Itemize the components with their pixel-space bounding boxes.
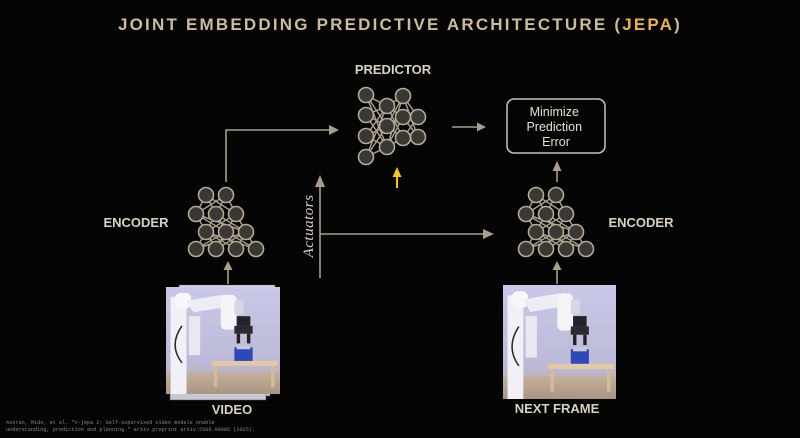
predictor-node bbox=[378, 117, 396, 135]
encoder-left-edge bbox=[195, 231, 247, 250]
encoder-left-node bbox=[247, 240, 265, 258]
predictor-edge bbox=[365, 105, 388, 158]
encoder-left-node bbox=[237, 223, 255, 241]
citation-text: Assran, Mido, et al. "V-jepa 2: Self-sup… bbox=[6, 420, 255, 433]
video-frame-stack bbox=[166, 284, 280, 401]
encoder-right-node bbox=[567, 223, 585, 241]
encoder-left-node bbox=[217, 223, 235, 241]
arrow-encoder-to-predictor bbox=[225, 129, 330, 182]
title-accent-text: JEPA bbox=[622, 15, 674, 34]
encoder-left-node bbox=[187, 205, 205, 223]
arrow-encoder-to-predictor-head bbox=[329, 125, 339, 135]
encoder-right-node bbox=[527, 223, 545, 241]
arrow-encoder-to-objective-head bbox=[552, 161, 562, 171]
arrow-actuators-right-head bbox=[483, 229, 494, 239]
citation-line-2: understanding, prediction and planning."… bbox=[6, 427, 255, 433]
encoder-right-node bbox=[557, 240, 575, 258]
connector-arrows bbox=[223, 122, 562, 284]
title-paren-open: ( bbox=[614, 15, 622, 34]
predictor-node bbox=[378, 97, 396, 115]
objective-line-1: Minimize bbox=[530, 105, 579, 119]
next-frame-label: NEXT FRAME bbox=[515, 401, 600, 416]
arrow-actuators-up-head bbox=[315, 175, 325, 187]
encoder-left-network bbox=[187, 186, 265, 258]
encoder-left-node bbox=[187, 240, 205, 258]
encoder-left-node bbox=[207, 240, 225, 258]
title-main-text: JOINT EMBEDDING PREDICTIVE ARCHITECTURE bbox=[118, 15, 614, 34]
video-label: VIDEO bbox=[212, 402, 252, 417]
encoder-right-node bbox=[557, 205, 575, 223]
encoder-right-label: ENCODER bbox=[608, 215, 674, 230]
encoder-left-label: ENCODER bbox=[103, 215, 169, 230]
predictor-node bbox=[357, 148, 375, 166]
title-paren-close: ) bbox=[674, 15, 682, 34]
predictor-node bbox=[378, 138, 396, 156]
actuators-label: Actuators bbox=[301, 195, 317, 259]
predictor-node bbox=[357, 127, 375, 145]
video-frame-front bbox=[166, 287, 280, 394]
encoder-left-node bbox=[217, 186, 235, 204]
objective-text: Minimize Prediction Error bbox=[526, 105, 585, 149]
encoder-right-node bbox=[517, 240, 535, 258]
predictor-node bbox=[394, 129, 412, 147]
citation-line-1: Assran, Mido, et al. "V-jepa 2: Self-sup… bbox=[6, 420, 215, 426]
encoder-left-node bbox=[227, 240, 245, 258]
encoder-right-edge bbox=[525, 231, 577, 250]
encoder-right-node bbox=[537, 205, 555, 223]
objective-line-3: Error bbox=[542, 135, 570, 149]
predictor-node bbox=[394, 87, 412, 105]
encoder-right-node bbox=[537, 240, 555, 258]
encoder-left-node bbox=[207, 205, 225, 223]
predictor-node bbox=[357, 86, 375, 104]
predictor-node bbox=[409, 128, 427, 146]
diagram-title: JOINT EMBEDDING PREDICTIVE ARCHITECTURE … bbox=[118, 15, 682, 34]
arrow-predictor-to-objective-head bbox=[477, 122, 486, 132]
objective-box bbox=[506, 98, 606, 154]
actuator-input-highlight-arrow-head bbox=[392, 167, 402, 177]
encoder-left-node bbox=[197, 223, 215, 241]
predictor-node bbox=[357, 106, 375, 124]
encoder-left-node bbox=[197, 186, 215, 204]
predictor-label: PREDICTOR bbox=[355, 62, 432, 77]
encoder-right-network bbox=[517, 186, 595, 258]
predictor-network bbox=[357, 86, 427, 166]
predictor-node bbox=[394, 108, 412, 126]
encoder-right-node bbox=[527, 186, 545, 204]
predictor-edge bbox=[386, 95, 404, 148]
encoder-left-node bbox=[227, 205, 245, 223]
arrow-video-to-encoder-head bbox=[223, 261, 233, 270]
encoder-right-node bbox=[577, 240, 595, 258]
objective-line-2: Prediction bbox=[526, 120, 582, 134]
encoder-right-node bbox=[547, 223, 565, 241]
encoder-right-node bbox=[547, 186, 565, 204]
arrow-frame-to-encoder-head bbox=[552, 261, 562, 270]
predictor-node bbox=[409, 108, 427, 126]
encoder-right-node bbox=[517, 205, 535, 223]
next-frame-image bbox=[503, 285, 616, 399]
